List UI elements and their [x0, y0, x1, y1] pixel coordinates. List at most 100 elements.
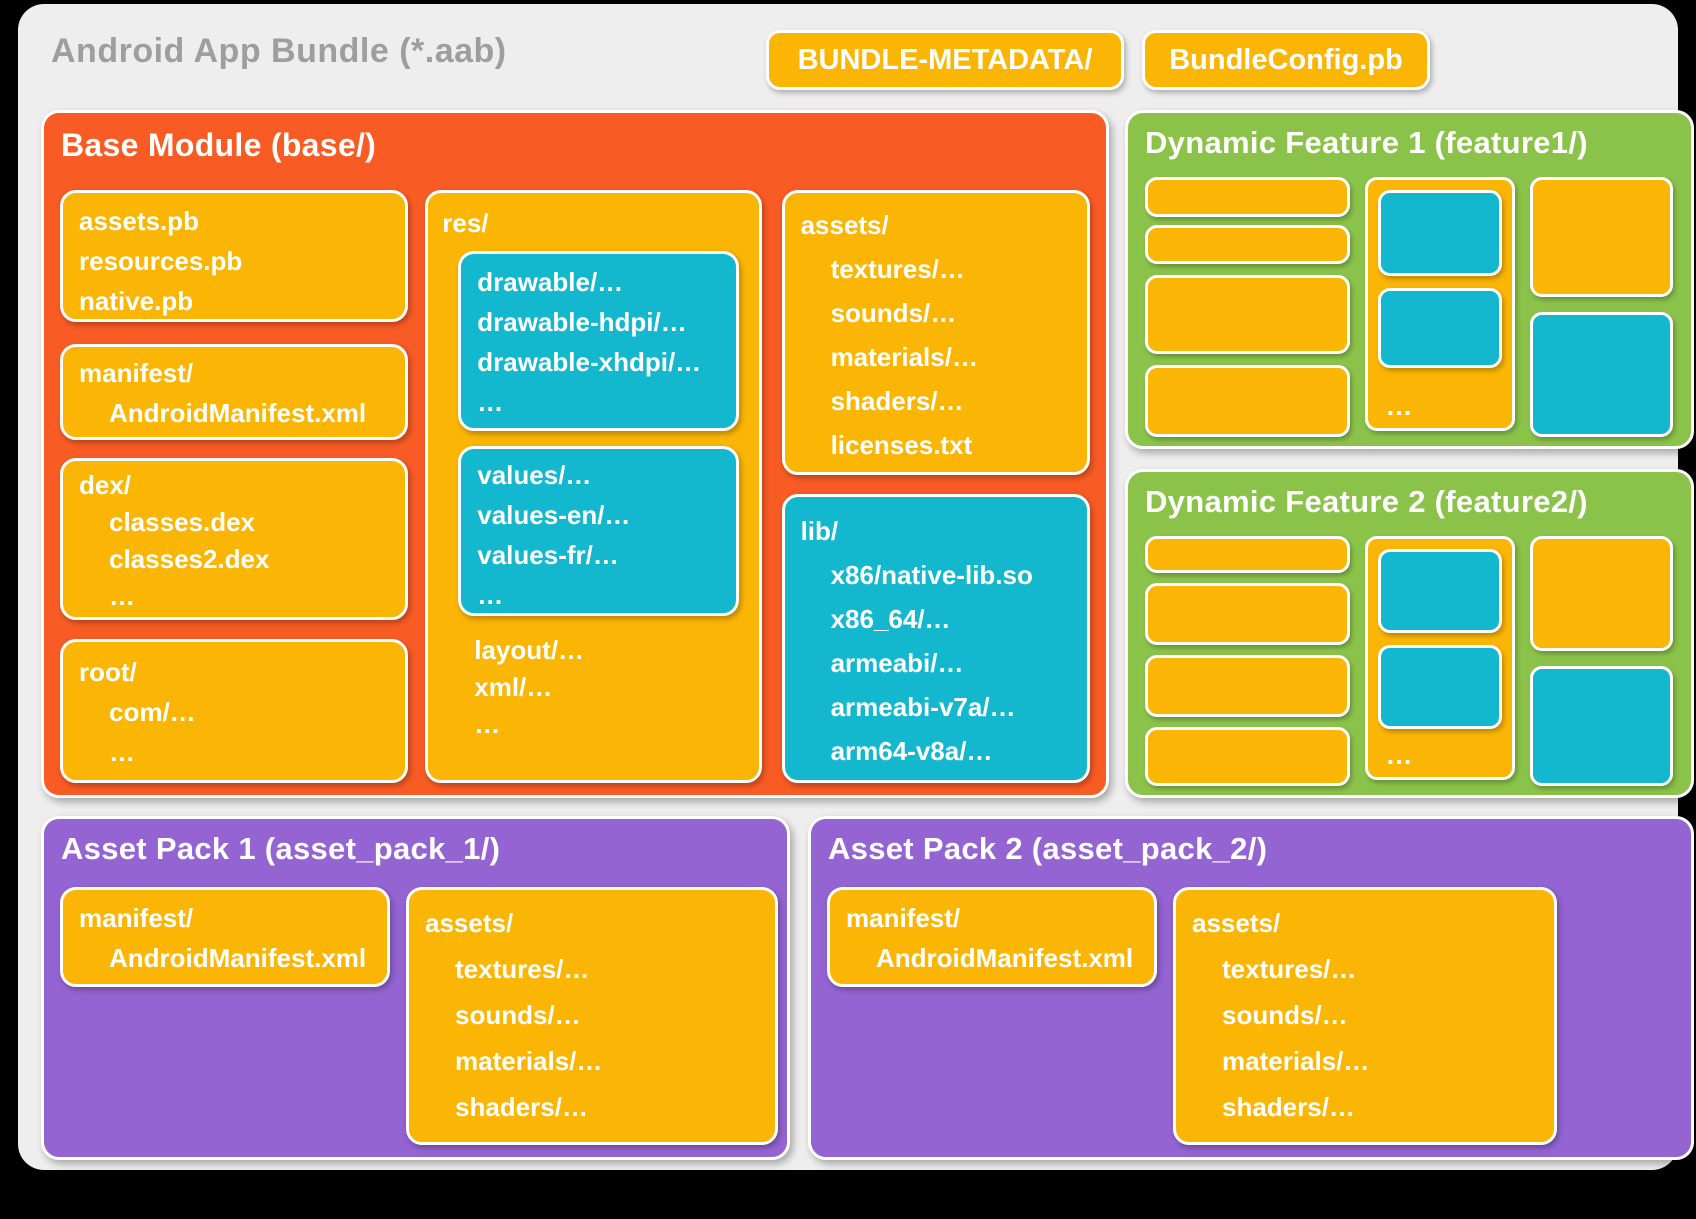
asset-pack-2-title: Asset Pack 2 (asset_pack_2/) — [828, 831, 1268, 866]
file-line: com/… — [109, 697, 196, 727]
file-line: … — [477, 580, 504, 610]
file-line: materials/… — [830, 342, 978, 372]
base-column-1: assets.pb resources.pb native.pb manifest/… — [60, 190, 409, 783]
file-line: values/… — [477, 460, 592, 490]
mini-dex-box — [1145, 655, 1350, 717]
file-line: shaders/… — [455, 1092, 588, 1122]
file-line: … — [474, 709, 501, 739]
asset-pack-2-assets-box: assets/textures/…sounds/…materials/…shad… — [1173, 887, 1557, 1145]
file-line: resources.pb — [79, 246, 243, 276]
file-line: textures/… — [455, 954, 590, 984]
file-line: assets/ — [425, 908, 514, 938]
mini-files-box — [1145, 536, 1350, 573]
file-line: sounds/… — [830, 298, 957, 328]
bundle-metadata-badge: BUNDLE-METADATA/ — [766, 30, 1124, 90]
assets-box: assets/textures/… sounds/… materials/… shad… — [781, 190, 1091, 475]
feature1-mini-column-2: … — [1364, 177, 1515, 431]
manifest-box: manifest/AndroidManifest.xml — [60, 344, 409, 440]
base-column-3: assets/textures/… sounds/… materials/… shad… — [781, 190, 1091, 783]
file-line: xml/… — [474, 672, 553, 702]
file-line: sounds/… — [455, 1000, 581, 1030]
file-line: sounds/… — [1222, 1000, 1348, 1030]
dynamic-feature-1-title: Dynamic Feature 1 (feature1/) — [1145, 125, 1588, 160]
mini-root-box — [1145, 365, 1350, 437]
feature1-mini-column-1 — [1145, 177, 1350, 437]
mini-drawable-box — [1377, 549, 1502, 633]
file-line: AndroidManifest.xml — [876, 943, 1134, 973]
file-line: … — [109, 581, 135, 611]
mini-manifest-box — [1145, 225, 1350, 264]
file-line: armeabi/… — [830, 648, 964, 678]
mini-manifest-box — [1145, 583, 1350, 645]
base-module-title: Base Module (base/) — [61, 127, 377, 163]
res-label: res/ — [442, 208, 489, 238]
feature2-mini-column-2: … — [1364, 536, 1515, 780]
file-line: drawable/… — [477, 267, 624, 297]
file-line: arm64-v8a/… — [830, 736, 993, 766]
app-bundle-title: Android App Bundle (*.aab) — [51, 32, 507, 70]
feature1-mini-structure: … — [1145, 177, 1673, 437]
mini-drawable-box — [1377, 190, 1502, 276]
base-module-columns: assets.pb resources.pb native.pb manifest/… — [60, 190, 1091, 783]
mini-lib-box — [1529, 666, 1673, 786]
values-box: values/… values-en/… values-fr/… … — [458, 446, 739, 616]
bundle-config-badge: BundleConfig.pb — [1142, 30, 1430, 90]
feature2-mini-column-3 — [1529, 536, 1673, 786]
proto-files-box: assets.pb resources.pb native.pb — [60, 190, 409, 322]
feature2-mini-structure: … — [1145, 536, 1673, 786]
file-line: classes2.dex — [109, 544, 270, 574]
diagram-canvas: Android App Bundle (*.aab) BUNDLE-METADA… — [18, 4, 1694, 1170]
file-line: drawable-hdpi/… — [477, 307, 687, 337]
mini-lib-box — [1529, 312, 1673, 437]
asset-pack-1-title: Asset Pack 1 (asset_pack_1/) — [61, 831, 501, 866]
dynamic-feature-1-module: Dynamic Feature 1 (feature1/) … — [1125, 110, 1694, 449]
file-line: drawable-xhdpi/… — [477, 347, 702, 377]
asset-pack-2-manifest-box: manifest/AndroidManifest.xml — [827, 887, 1157, 987]
file-line: manifest/ — [846, 903, 961, 933]
lib-box: lib/x86/native-lib.so x86_64/… armeabi/… ar… — [781, 494, 1091, 783]
feature2-mini-column-1 — [1145, 536, 1350, 786]
base-module: Base Module (base/) assets.pb resources.p… — [41, 110, 1109, 798]
file-line: … — [477, 387, 504, 417]
file-line: shaders/… — [1222, 1092, 1355, 1122]
mini-assets-box — [1529, 177, 1673, 297]
file-line: layout/… — [474, 635, 585, 665]
asset-pack-1-manifest-box: manifest/AndroidManifest.xml — [60, 887, 390, 987]
file-line: armeabi-v7a/… — [830, 692, 1016, 722]
res-box: res/ drawable/… drawable-hdpi/… drawable-x… — [425, 190, 762, 783]
file-line: values-fr/… — [477, 540, 619, 570]
dynamic-feature-2-module: Dynamic Feature 2 (feature2/) … — [1125, 469, 1694, 798]
file-line: lib/ — [800, 516, 839, 546]
mini-values-box — [1377, 288, 1502, 368]
mini-res-ellipsis: … — [1385, 740, 1413, 770]
mini-res-ellipsis: … — [1385, 391, 1413, 421]
file-line: x86_64/… — [830, 604, 951, 634]
file-line: x86/native-lib.so — [830, 560, 1033, 590]
file-line: values-en/… — [477, 500, 631, 530]
mini-values-box — [1377, 645, 1502, 729]
file-line: materials/… — [1222, 1046, 1370, 1076]
asset-pack-1-assets-box: assets/textures/… sounds/… materials/… shad… — [406, 887, 778, 1145]
mini-files-box — [1145, 177, 1350, 217]
file-line: textures/… — [830, 254, 965, 284]
res-extra-entries: layout/… xml/… … — [442, 632, 744, 743]
file-line: assets.pb — [79, 206, 199, 236]
drawable-box: drawable/… drawable-hdpi/… drawable-xhdpi/… — [458, 251, 739, 431]
file-line: … — [109, 737, 135, 767]
file-line: assets/ — [800, 210, 889, 240]
file-line: native.pb — [79, 286, 194, 316]
file-line: manifest/ — [79, 903, 194, 933]
mini-res-box: … — [1364, 177, 1515, 431]
file-line: shaders/… — [830, 386, 964, 416]
dynamic-feature-2-title: Dynamic Feature 2 (feature2/) — [1145, 484, 1588, 519]
root-box: root/com/…… — [60, 639, 409, 783]
mini-root-box — [1145, 727, 1350, 786]
file-line: materials/… — [455, 1046, 603, 1076]
file-line: AndroidManifest.xml — [109, 943, 367, 973]
asset-pack-2-module: Asset Pack 2 (asset_pack_2/) manifest/An… — [808, 816, 1694, 1160]
file-line: AndroidManifest.xml — [109, 398, 367, 428]
asset-pack-1-module: Asset Pack 1 (asset_pack_1/) manifest/An… — [41, 816, 790, 1160]
mini-res-box: … — [1364, 536, 1515, 780]
file-line: assets/ — [1192, 908, 1281, 938]
